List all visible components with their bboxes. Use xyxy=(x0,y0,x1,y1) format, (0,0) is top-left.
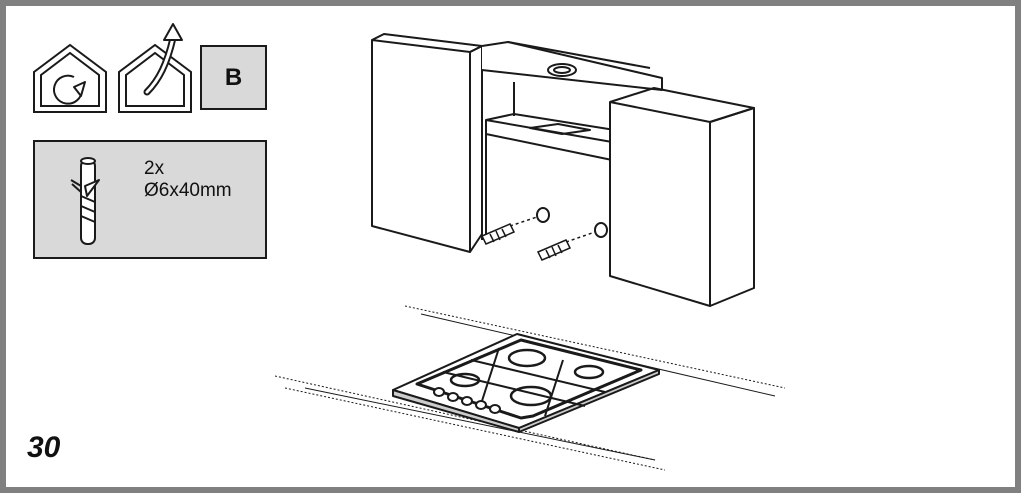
fixings-spec: Ø6x40mm xyxy=(144,180,232,201)
wall-cabinets-illustration xyxy=(371,33,755,307)
mode-b-badge: B xyxy=(200,45,267,110)
fixings-panel: 2x Ø6x40mm xyxy=(33,140,267,259)
hob-worktop-illustration xyxy=(274,305,786,471)
house-extraction-icon xyxy=(118,23,192,113)
wall-plug-icon xyxy=(70,157,100,245)
house-recirculation-icon xyxy=(33,43,107,113)
mode-b-label: B xyxy=(224,63,243,91)
step-number: 30 xyxy=(27,431,61,464)
fixings-quantity: 2x xyxy=(144,158,165,179)
